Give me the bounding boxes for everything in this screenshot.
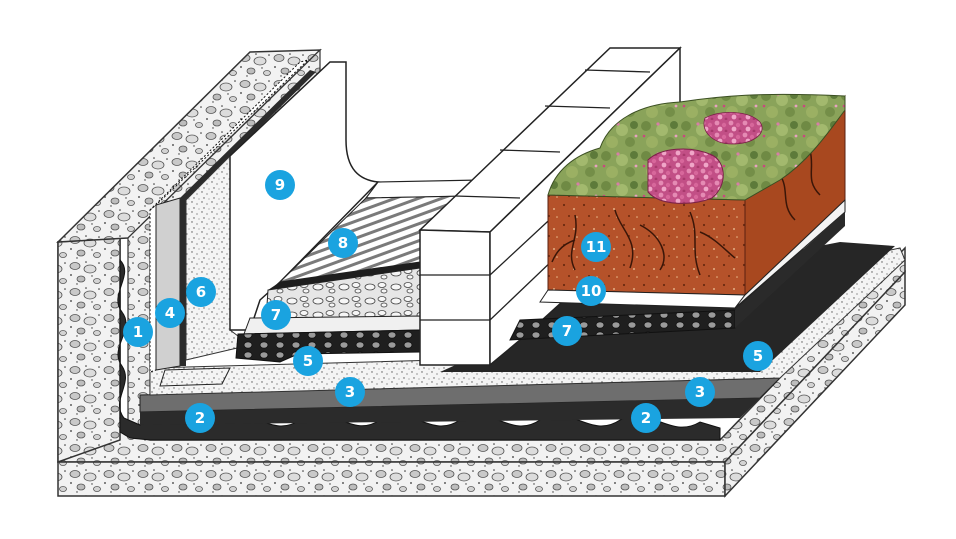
marker-1: 1	[123, 317, 153, 347]
wall-layer-1	[149, 203, 157, 373]
marker-3-left-label: 3	[345, 383, 355, 401]
curb-joint	[499, 149, 561, 153]
marker-5-left-label: 5	[303, 352, 313, 370]
plant-flowers-back	[703, 112, 763, 145]
marker-8: 8	[328, 228, 358, 258]
marker-5-right-label: 5	[753, 347, 763, 365]
marker-3-right-label: 3	[695, 383, 705, 401]
upstand-sheet-9	[229, 61, 380, 331]
plant-roots	[551, 149, 821, 276]
plant-flowers	[647, 148, 724, 204]
marker-11-label: 11	[586, 238, 607, 256]
curb-joint	[544, 105, 611, 109]
marker-7-left-label: 7	[271, 306, 281, 324]
drainage-right-side	[735, 212, 845, 328]
plant-canopy	[547, 93, 846, 201]
curb-joint	[584, 69, 651, 73]
marker-6-label: 6	[196, 283, 206, 301]
marker-5-right: 5	[743, 341, 773, 371]
layer-5-left-step	[159, 367, 231, 387]
paver-8-face	[268, 262, 420, 290]
marker-11: 11	[581, 232, 611, 262]
marker-2-right: 2	[631, 403, 661, 433]
marker-5-left: 5	[293, 346, 323, 376]
wall-layer-4	[155, 197, 181, 371]
marker-2-left: 2	[185, 403, 215, 433]
marker-10-label: 10	[581, 282, 602, 300]
marker-7-right: 7	[552, 316, 582, 346]
marker-2-right-label: 2	[641, 409, 651, 427]
marker-8-label: 8	[338, 234, 348, 252]
marker-4-label: 4	[165, 304, 175, 322]
marker-6: 6	[186, 277, 216, 307]
marker-9-label: 9	[275, 176, 285, 194]
concrete-slab-front	[57, 461, 726, 497]
soil-layer-11	[547, 194, 746, 296]
wall-dotted-top	[149, 59, 310, 211]
marker-2-left-label: 2	[195, 409, 205, 427]
concrete-slab-side	[724, 270, 906, 498]
curb-blocks-face	[419, 229, 491, 366]
curb-joint	[454, 195, 521, 199]
marker-4: 4	[155, 298, 185, 328]
marker-10: 10	[576, 276, 606, 306]
marker-3-left: 3	[335, 377, 365, 407]
marker-9: 9	[265, 170, 295, 200]
drainage-left	[235, 329, 421, 363]
marker-3-right: 3	[685, 377, 715, 407]
marker-1-label: 1	[133, 323, 143, 341]
marker-7-left: 7	[261, 300, 291, 330]
layer-3-dark	[140, 398, 760, 425]
marker-7-right-label: 7	[562, 322, 572, 340]
concrete-wall-front	[57, 237, 121, 464]
